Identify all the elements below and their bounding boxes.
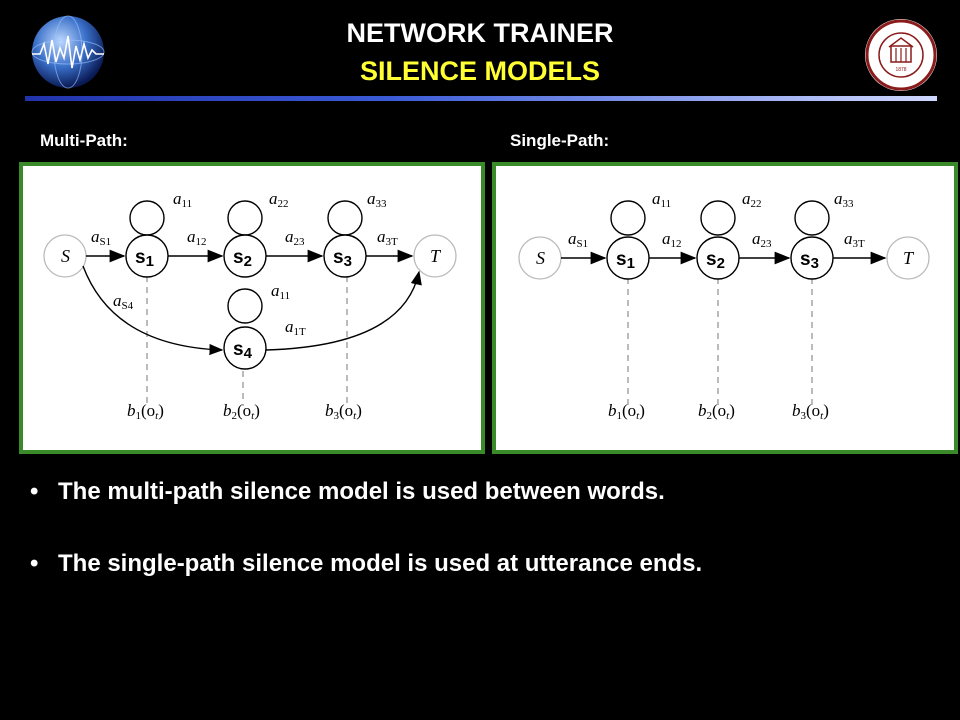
label-a11-s4: a11 bbox=[271, 281, 290, 302]
state-label-s1: s1 bbox=[135, 247, 154, 270]
university-seal-logo: 1878 bbox=[864, 18, 938, 92]
end-node bbox=[413, 234, 457, 278]
self-loop-s3 bbox=[794, 200, 830, 236]
bullet-item-single-path: • The single-path silence model is used … bbox=[30, 550, 930, 578]
obs-label-b3: b3(ot) bbox=[325, 401, 362, 422]
state-label-s2: s2 bbox=[706, 249, 725, 272]
label-a33: a33 bbox=[367, 189, 387, 210]
label-a12: a12 bbox=[662, 229, 682, 250]
obs-label-b1: b1(ot) bbox=[127, 401, 164, 422]
state-label-s1: s1 bbox=[616, 249, 635, 272]
single-path-label: Single-Path: bbox=[510, 131, 610, 150]
bullet-dot: • bbox=[30, 478, 39, 505]
arrow-s4-t bbox=[265, 270, 422, 351]
label-a1T: a1T bbox=[285, 317, 306, 338]
end-label: T bbox=[430, 246, 442, 266]
obs-label-b2: b2(ot) bbox=[223, 401, 260, 422]
network-globe-logo bbox=[30, 14, 106, 90]
arrow-s-s4 bbox=[82, 265, 224, 356]
start-label: S bbox=[61, 246, 70, 266]
label-a22: a22 bbox=[269, 189, 289, 210]
seal-year: 1878 bbox=[895, 67, 906, 73]
multi-path-diagram: S T s1 s2 s3 s4 a11 a22 a33 aS1 a12 a23 … bbox=[19, 162, 485, 454]
label-a3T: a3T bbox=[844, 229, 865, 250]
label-a11: a11 bbox=[173, 189, 192, 210]
label-a23: a23 bbox=[285, 227, 305, 248]
self-loop-s2 bbox=[227, 200, 263, 236]
self-loop-s1 bbox=[610, 200, 646, 236]
label-a22: a22 bbox=[742, 189, 762, 210]
label-a23: a23 bbox=[752, 229, 772, 250]
label-aS4: aS4 bbox=[113, 291, 134, 312]
multi-path-svg: S T s1 s2 s3 s4 a11 a22 a33 aS1 a12 a23 … bbox=[43, 189, 457, 422]
obs-label-b3: b3(ot) bbox=[792, 401, 829, 422]
label-aS1: aS1 bbox=[91, 227, 111, 248]
state-label-s4: s4 bbox=[233, 339, 253, 362]
state-label-s2: s2 bbox=[233, 247, 252, 270]
obs-label-b2: b2(ot) bbox=[698, 401, 735, 422]
state-node-s4 bbox=[223, 326, 267, 370]
end-node bbox=[886, 236, 930, 280]
self-loop-s1 bbox=[129, 200, 165, 236]
page-subtitle: SILENCE MODELS bbox=[359, 56, 601, 86]
obs-label-b1: b1(ot) bbox=[608, 401, 645, 422]
multi-path-label: Multi-Path: bbox=[40, 131, 128, 150]
self-loop-s4 bbox=[227, 288, 263, 324]
label-aS1: aS1 bbox=[568, 229, 588, 250]
single-path-svg: S T s1 s2 s3 a11 a22 a33 aS1 a12 a23 a3T… bbox=[518, 189, 930, 422]
bullet-list: • The multi-path silence model is used b… bbox=[30, 478, 930, 622]
page-title: NETWORK TRAINER bbox=[346, 18, 614, 48]
self-loop-s2 bbox=[700, 200, 736, 236]
state-label-s3: s3 bbox=[800, 249, 819, 272]
label-a11: a11 bbox=[652, 189, 671, 210]
bullet-dot: • bbox=[30, 550, 39, 577]
bullet-text: The multi-path silence model is used bet… bbox=[58, 478, 665, 505]
bullet-text: The single-path silence model is used at… bbox=[58, 550, 703, 577]
label-a3T: a3T bbox=[377, 227, 398, 248]
single-path-diagram: S T s1 s2 s3 a11 a22 a33 aS1 a12 a23 a3T… bbox=[492, 162, 958, 454]
self-loop-s3 bbox=[327, 200, 363, 236]
title-divider bbox=[25, 96, 937, 101]
bullet-item-multi-path: • The multi-path silence model is used b… bbox=[30, 478, 930, 506]
start-label: S bbox=[536, 248, 545, 268]
label-a12: a12 bbox=[187, 227, 207, 248]
end-label: T bbox=[903, 248, 915, 268]
label-a33: a33 bbox=[834, 189, 854, 210]
state-label-s3: s3 bbox=[333, 247, 352, 270]
